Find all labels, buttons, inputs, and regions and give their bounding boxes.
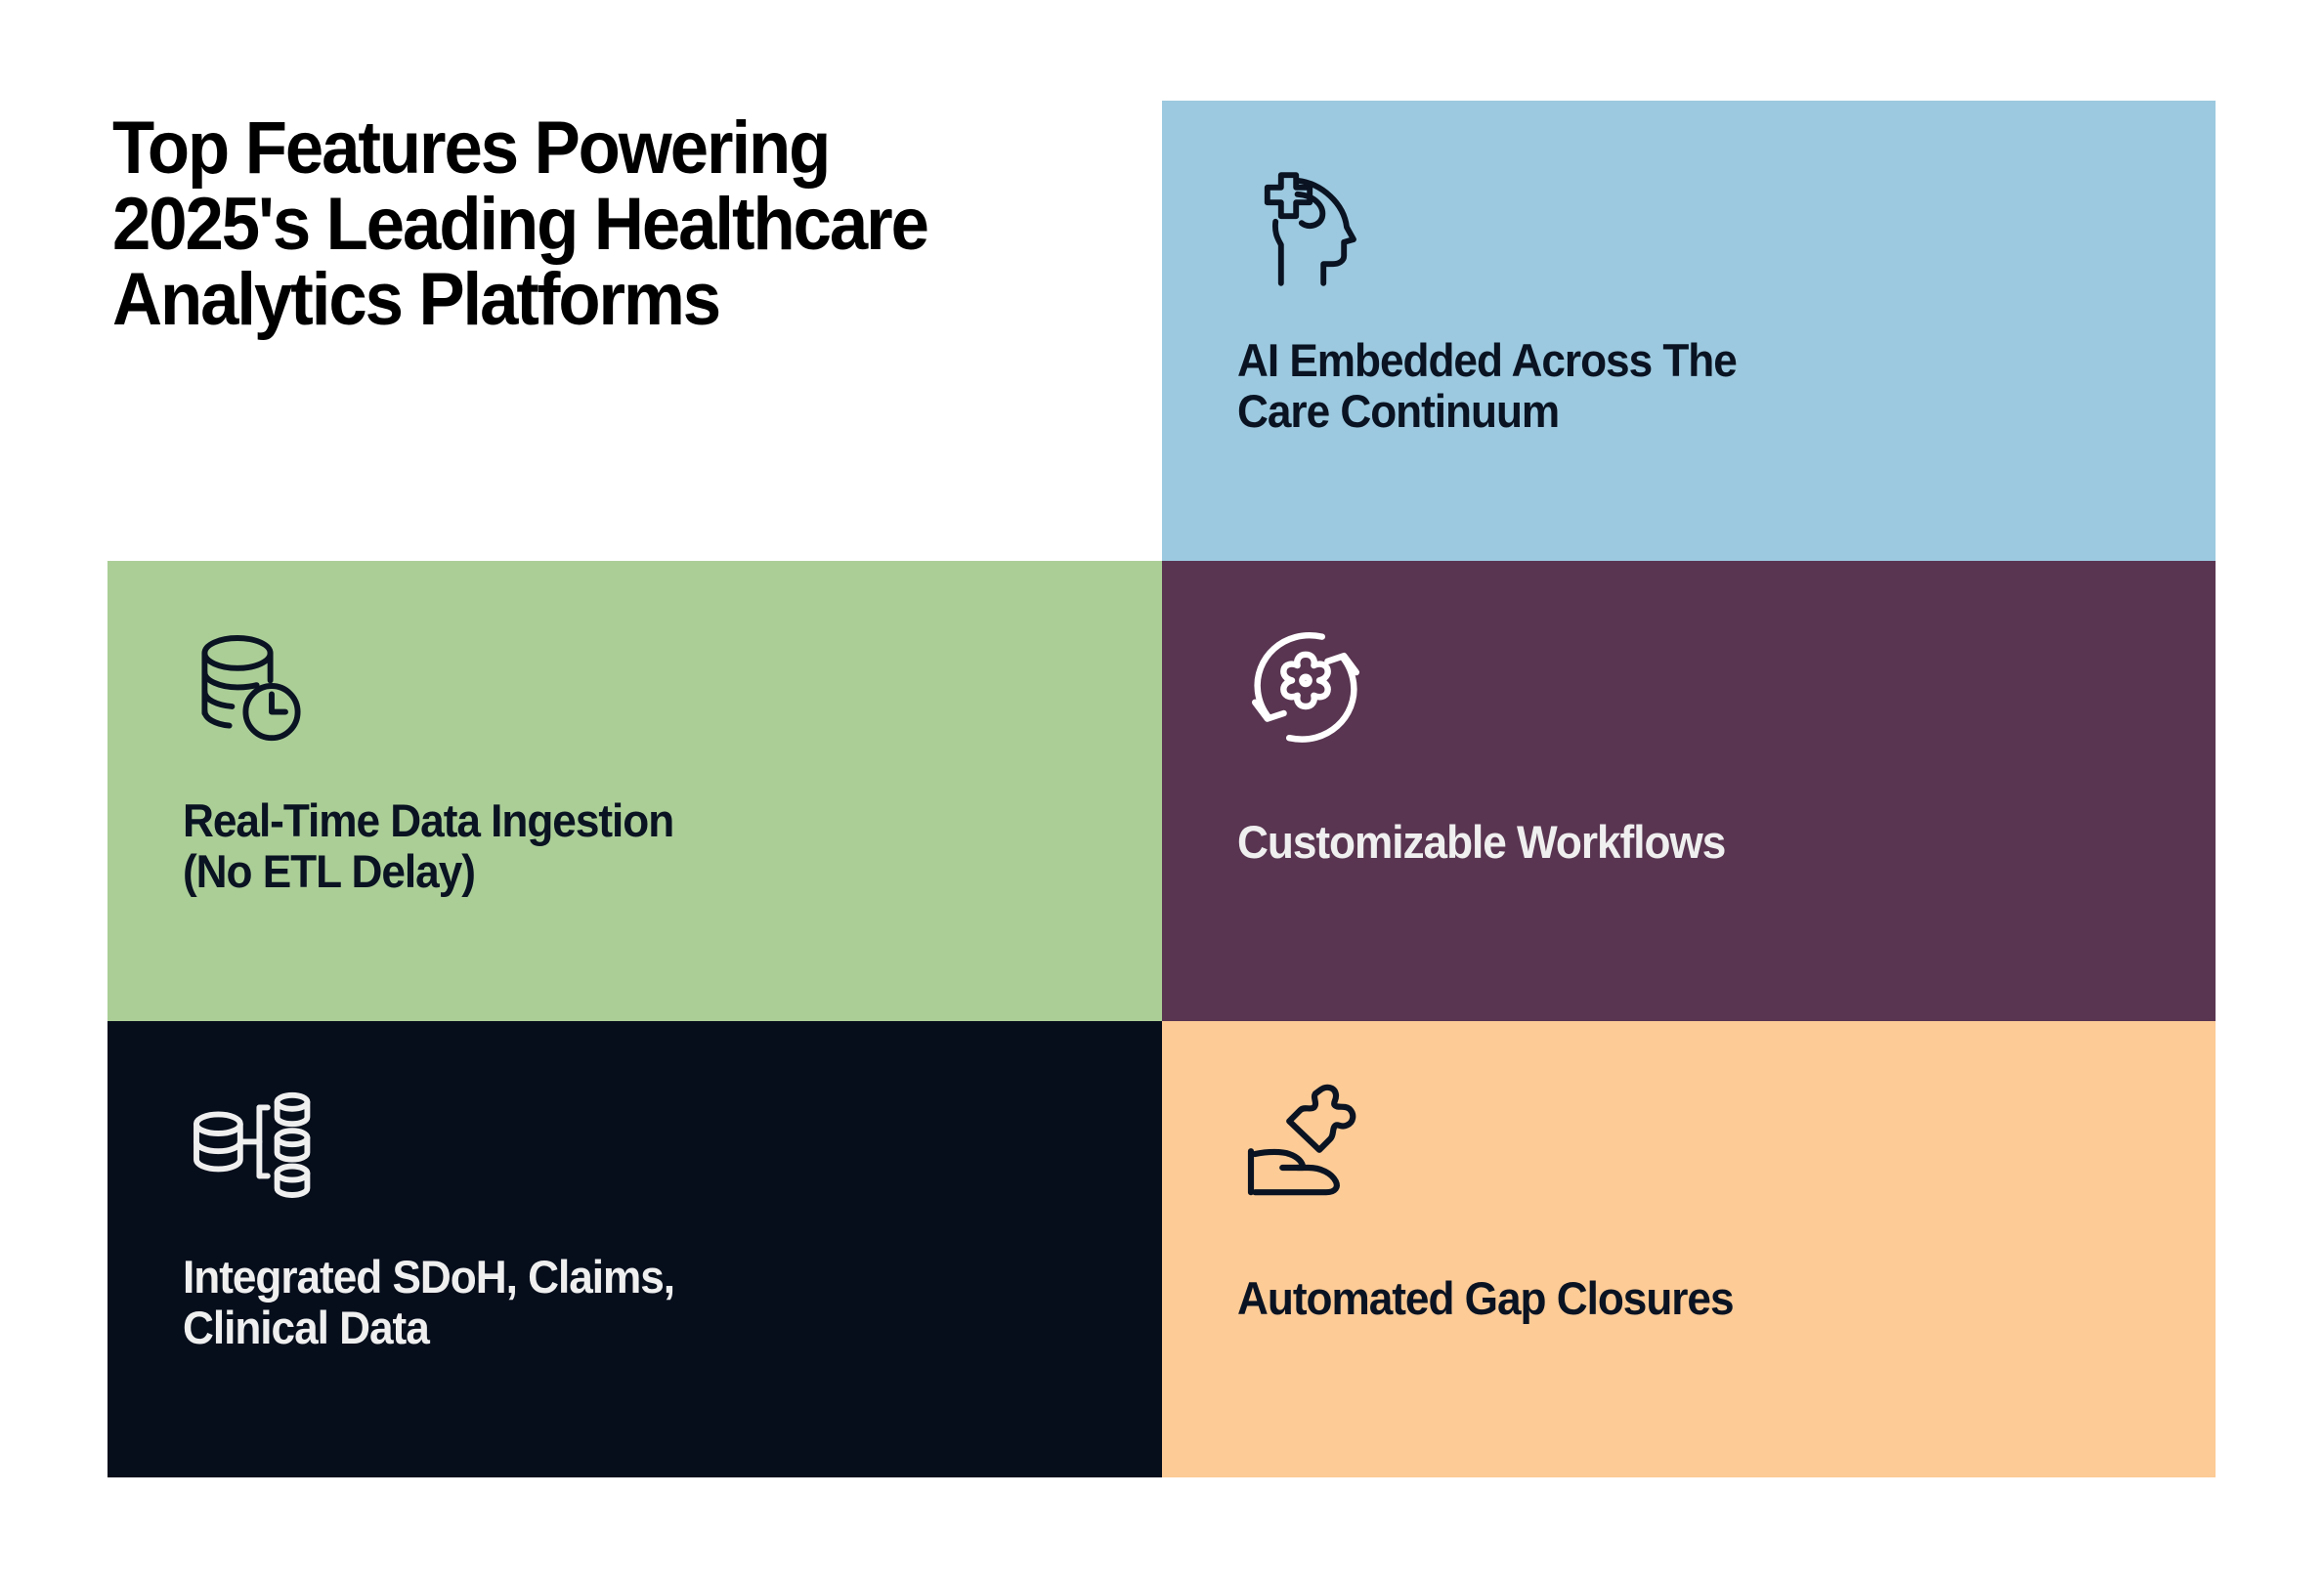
feature-card-label: AI Embedded Across The Care Continuum	[1237, 334, 1738, 437]
feature-card-automated-gap-closures[interactable]: Automated Gap Closures	[1162, 1021, 2216, 1477]
feature-card-label: Automated Gap Closures	[1237, 1272, 1735, 1324]
feature-grid: Top Features Powering 2025's Leading Hea…	[108, 101, 2216, 1477]
feature-card-ai-care-continuum[interactable]: AI Embedded Across The Care Continuum	[1162, 101, 2216, 561]
cycle-arrows-with-gear-icon	[1237, 618, 1374, 754]
feature-card-label: Real-Time Data Ingestion (No ETL Delay)	[183, 794, 674, 897]
feature-card-real-time-ingestion[interactable]: Real-Time Data Ingestion (No ETL Delay)	[108, 561, 1162, 1021]
feature-card-label: Integrated SDoH, Claims, Clinical Data	[183, 1251, 675, 1353]
feature-card-label: Customizable Workflows	[1237, 816, 1726, 868]
feature-card-integrated-data[interactable]: Integrated SDoH, Claims, Clinical Data	[108, 1021, 1162, 1477]
hand-with-puzzle-piece-icon	[1237, 1072, 1374, 1209]
database-with-clock-icon	[183, 618, 320, 754]
head-with-medical-cross-icon	[1237, 157, 1374, 294]
database-branching-icon	[183, 1072, 320, 1209]
feature-card-customizable-workflows[interactable]: Customizable Workflows	[1162, 561, 2216, 1021]
headline-cell: Top Features Powering 2025's Leading Hea…	[108, 101, 1162, 561]
page-title: Top Features Powering 2025's Leading Hea…	[112, 107, 929, 342]
